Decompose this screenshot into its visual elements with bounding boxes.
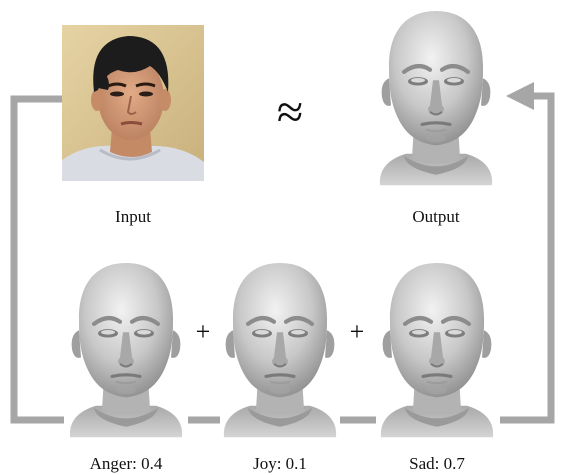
plus-symbol-1: +	[196, 317, 211, 346]
joy-face-model	[224, 263, 336, 437]
input-photo	[62, 25, 204, 181]
joy-label: Joy: 0.1	[253, 454, 307, 473]
approx-symbol: ≈	[277, 86, 303, 139]
plus-symbol-2: +	[350, 317, 365, 346]
arrow-left-icon	[506, 82, 534, 110]
sad-label: Sad: 0.7	[409, 454, 465, 473]
input-label: Input	[115, 207, 151, 226]
connector-right	[500, 96, 551, 420]
sad-face-model	[381, 263, 493, 437]
output-face-model	[380, 11, 492, 185]
anger-face-model	[70, 263, 182, 437]
connector-left	[14, 99, 64, 420]
output-label: Output	[412, 207, 460, 226]
anger-label: Anger: 0.4	[90, 454, 163, 473]
